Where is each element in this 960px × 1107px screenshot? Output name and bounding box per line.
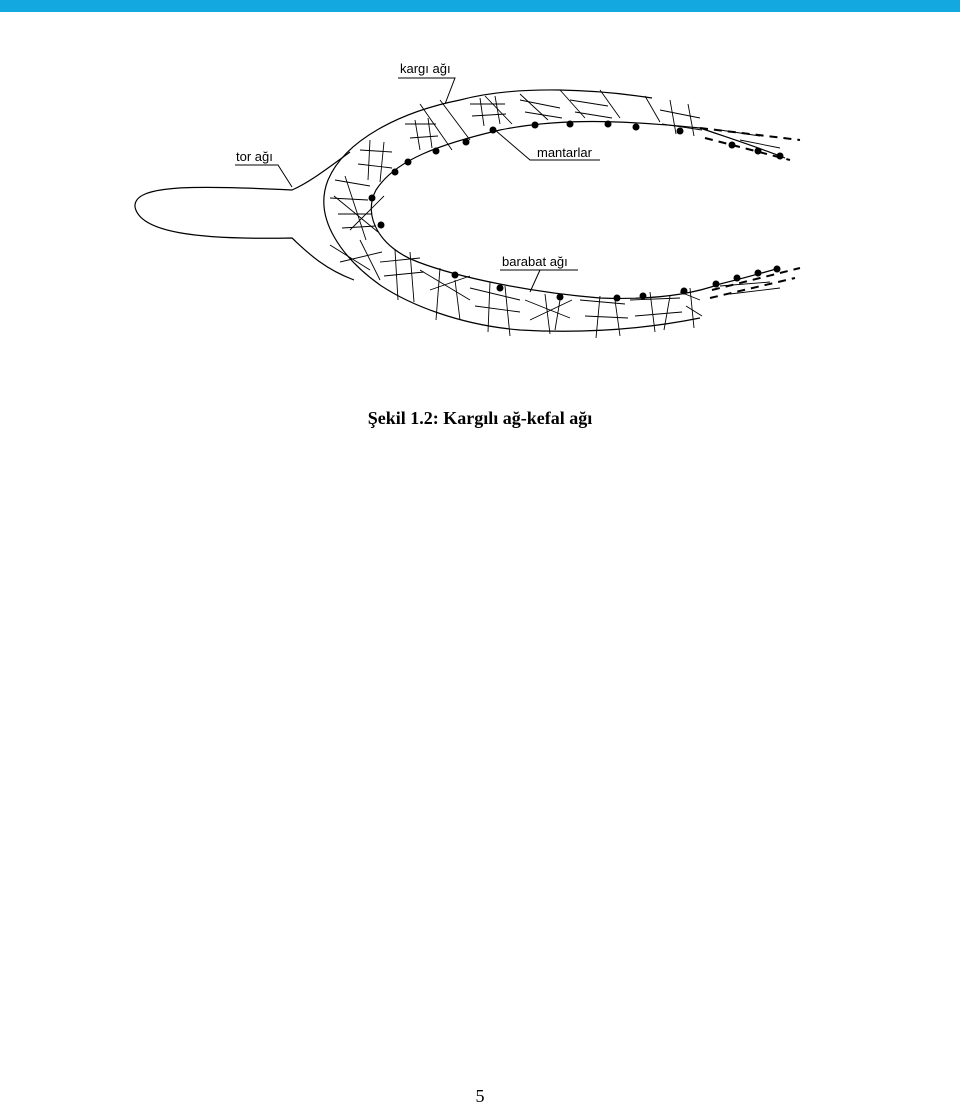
leader-lines xyxy=(235,77,600,293)
figure-caption: Şekil 1.2: Kargılı ağ-kefal ağı xyxy=(367,408,593,428)
top-accent-bar xyxy=(0,0,960,12)
tor-agi-bag xyxy=(134,151,355,281)
kargi-agi-outer xyxy=(323,89,701,332)
page-number: 5 xyxy=(475,1086,485,1106)
mantarlar-floats xyxy=(368,120,784,302)
kargi-stakes xyxy=(329,89,781,339)
label-tor-agi: tor ağı xyxy=(236,149,273,164)
float-line-inner xyxy=(370,120,721,300)
label-kargi-agi: kargı ağı xyxy=(400,61,451,76)
net-diagram: kargı ağı tor ağı mantarlar barabat ağı xyxy=(0,40,960,370)
label-mantarlar: mantarlar xyxy=(537,145,593,160)
trailing-net-dashes xyxy=(699,127,801,299)
label-barabat-agi: barabat ağı xyxy=(502,254,568,269)
